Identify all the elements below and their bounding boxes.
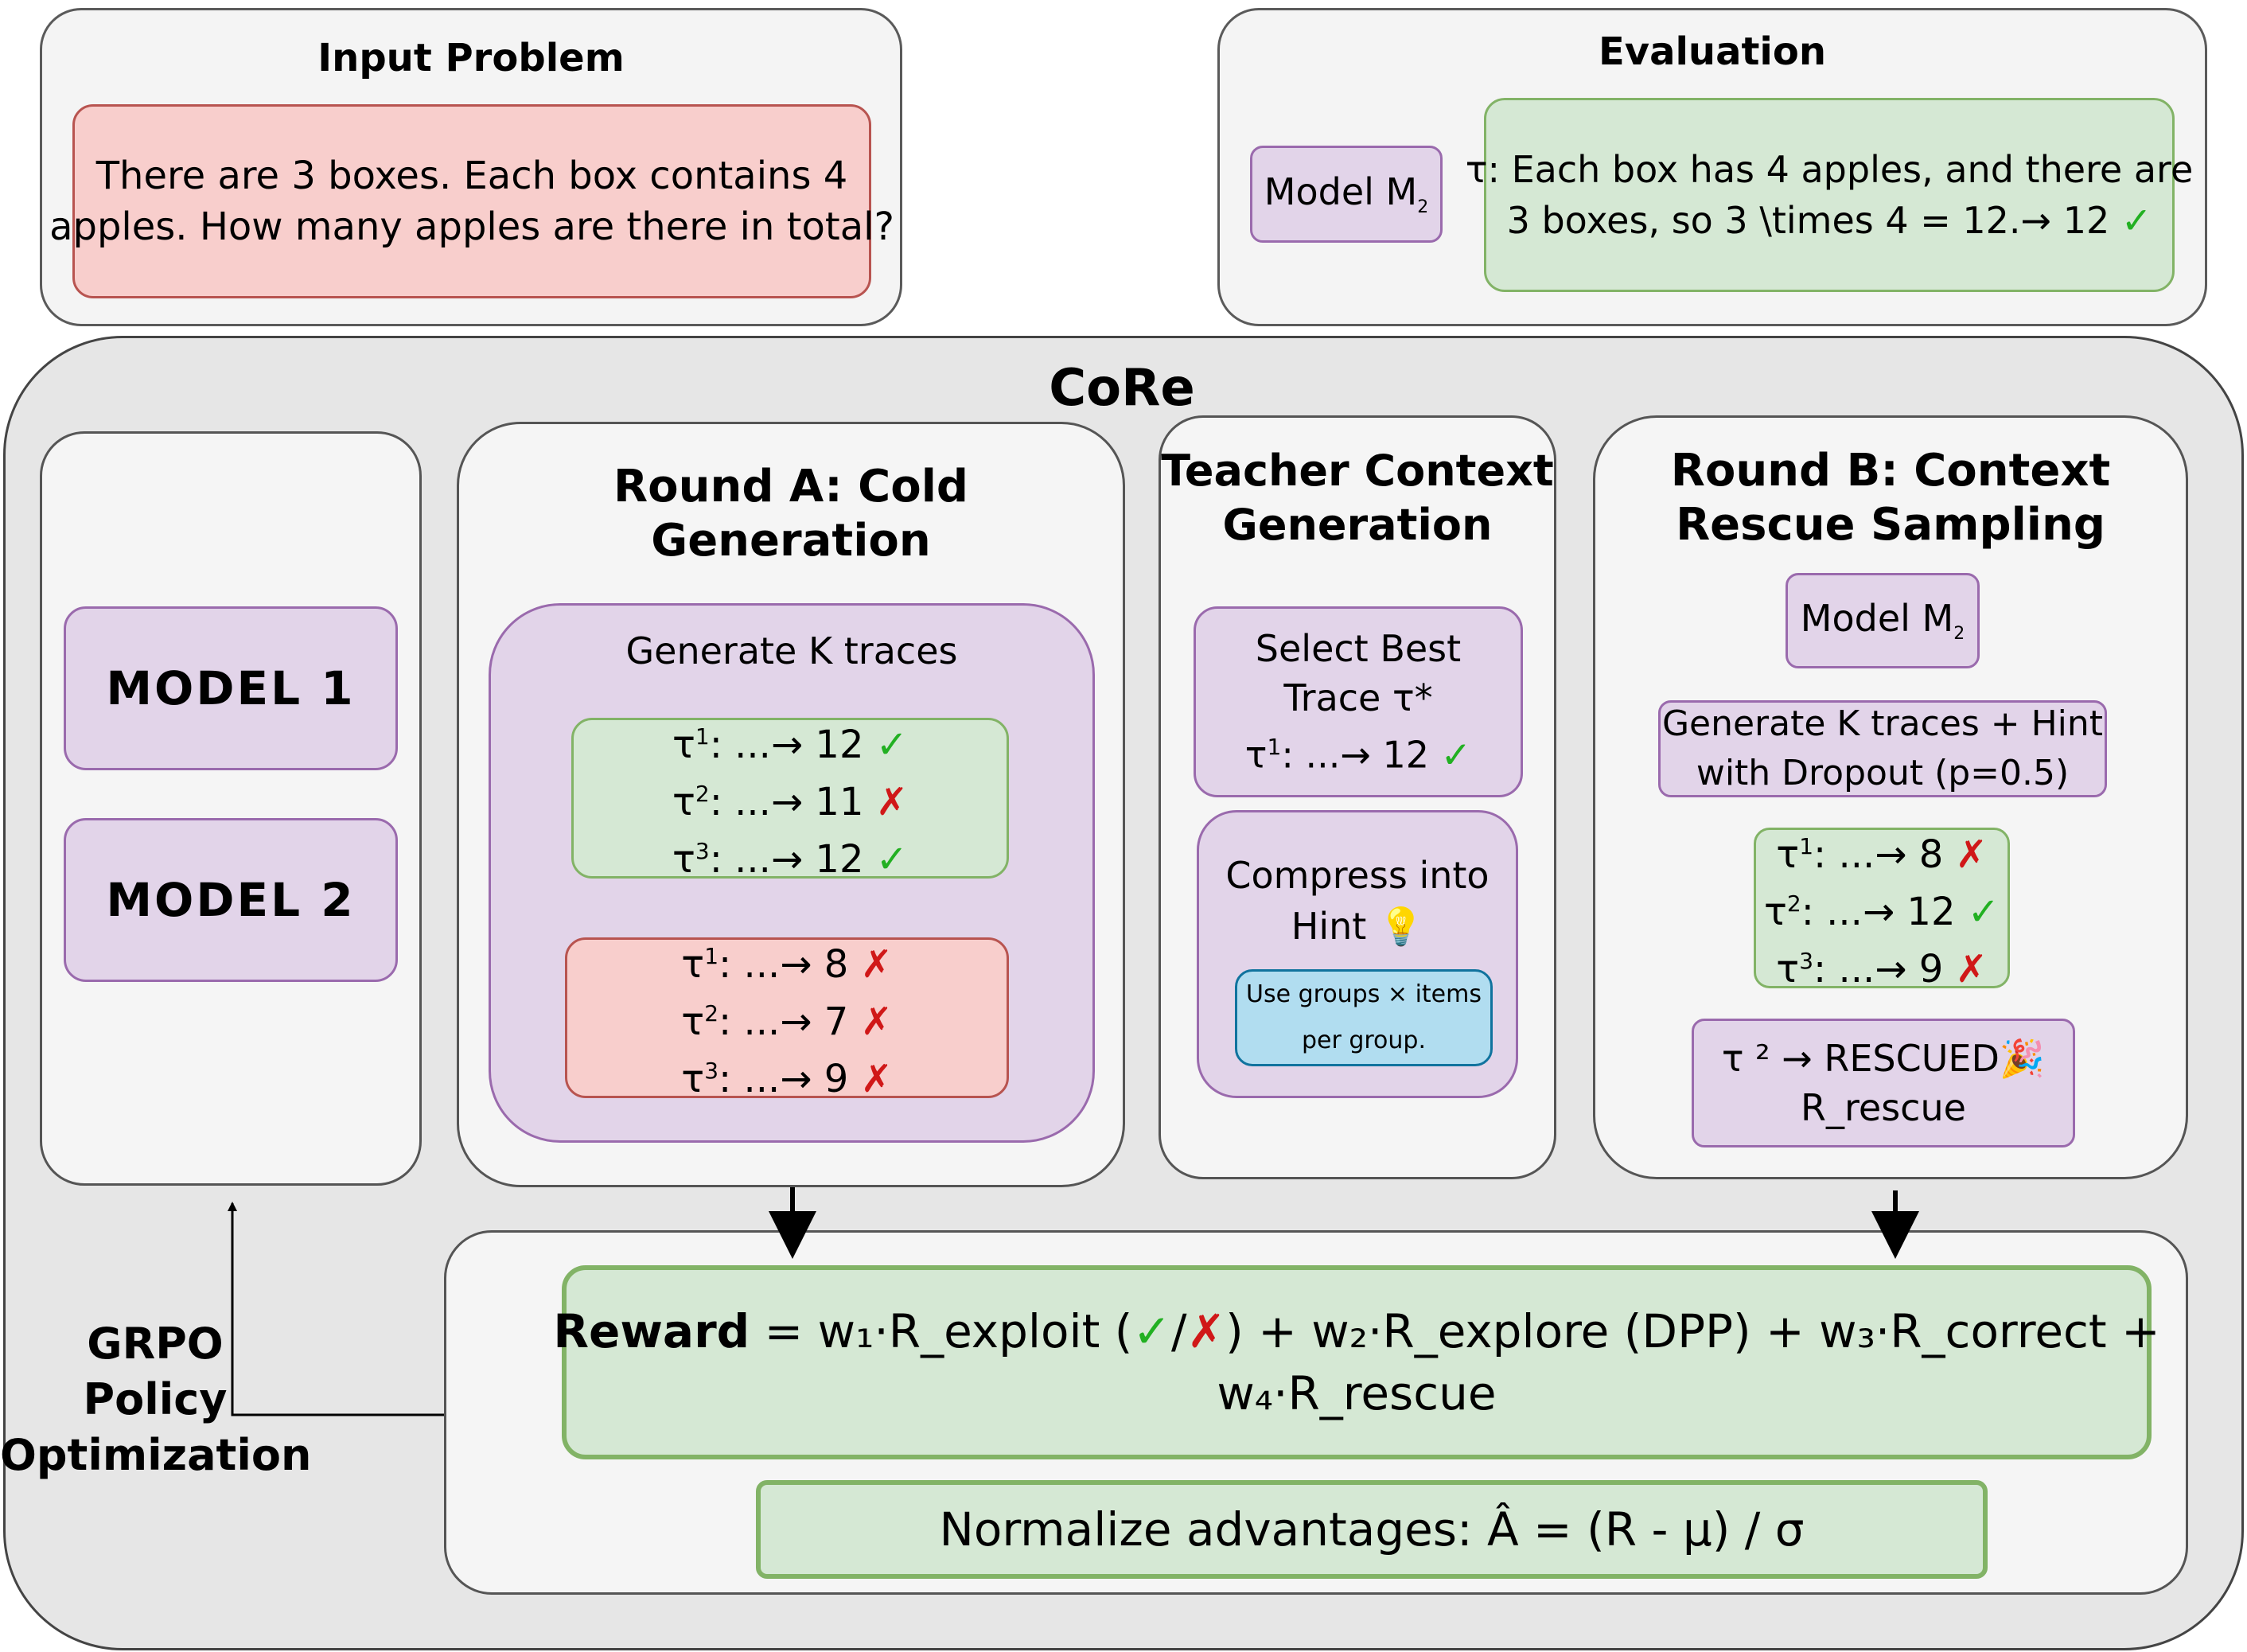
reward-equation-box: Reward = w₁·R_exploit (✓/✗) + w₂·R_explo…	[553, 1265, 2160, 1459]
check-icon: ✓	[875, 837, 908, 882]
trace-row: τ1: ...→ 12 ✓	[1244, 733, 1472, 777]
evaluation-panel: Evaluation Model M2 τ: Each box has 4 ap…	[1217, 8, 2207, 326]
model-2-box: MODEL 2	[64, 818, 398, 982]
cross-icon: ✗	[875, 780, 908, 824]
select-best-trace-box: Select Best Trace τ* τ1: ...→ 12 ✓	[1194, 606, 1523, 797]
cross-icon: ✗	[860, 999, 893, 1044]
cross-icon: ✗	[1186, 1304, 1226, 1358]
round-b-title: Round B: Context Rescue Sampling	[1670, 445, 2111, 551]
generate-hint-box: Generate K traces + Hint with Dropout (p…	[1658, 700, 2107, 797]
core-title: CoRe	[1049, 359, 1195, 418]
check-icon: ✓	[875, 723, 908, 767]
trace-row: τ1: ...→ 12 ✓	[672, 723, 908, 767]
input-problem-panel: Input Problem There are 3 boxes. Each bo…	[40, 8, 902, 326]
compress-hint-label: Compress into Hint 💡	[1225, 854, 1490, 948]
evaluation-model-box: Model M2	[1250, 146, 1443, 243]
models-panel	[40, 431, 422, 1186]
round-b-traces: τ1: ...→ 8 ✗ τ2: ...→ 12 ✓ τ3: ...→ 9 ✗	[1754, 828, 2010, 992]
trace-row: τ2: ...→ 12 ✓	[1764, 890, 2000, 934]
check-icon: ✓	[2120, 199, 2152, 242]
round-a-generate-label: Generate K traces	[625, 629, 958, 672]
rescued-box: τ ² → RESCUED🎉 R_rescue	[1692, 1019, 2075, 1147]
trace-row: τ1: ...→ 8 ✗	[1776, 832, 1988, 877]
cross-icon: ✗	[860, 1057, 893, 1101]
round-b-model-box: Model M2	[1786, 573, 1980, 668]
cross-icon: ✗	[860, 942, 893, 987]
round-a-title: Round A: Cold Generation	[613, 461, 969, 567]
trace-row: τ3: ...→ 9 ✗	[681, 1057, 893, 1101]
trace-row: τ1: ...→ 8 ✗	[681, 942, 893, 987]
check-icon: ✓	[1440, 733, 1472, 777]
cross-icon: ✗	[1955, 947, 1988, 992]
grpo-feedback-arrow	[228, 1202, 444, 1416]
trace-row: τ2: ...→ 7 ✗	[681, 999, 893, 1044]
trace-row: τ3: ...→ 9 ✗	[1776, 947, 1988, 992]
grpo-label: GRPO Policy Optimization	[0, 1319, 312, 1480]
normalize-box: Normalize advantages: Â = (R - μ) / σ	[756, 1480, 1988, 1579]
trace-row: τ3: ...→ 12 ✓	[672, 837, 908, 882]
hint-text-box: Use groups × items per group.	[1235, 969, 1493, 1066]
input-problem-title: Input Problem	[317, 36, 625, 80]
evaluation-title: Evaluation	[1598, 29, 1827, 74]
round-a-correct-traces: τ1: ...→ 12 ✓ τ2: ...→ 11 ✗ τ3: ...→ 12 …	[571, 718, 1009, 882]
trace-row: τ2: ...→ 11 ✗	[672, 780, 908, 824]
check-icon: ✓	[1132, 1304, 1172, 1358]
evaluation-trace-box: τ: Each box has 4 apples, and there are …	[1466, 98, 2193, 292]
cross-icon: ✗	[1955, 832, 1988, 877]
input-problem-text: There are 3 boxes. Each box contains 4 a…	[49, 104, 894, 298]
teacher-title: Teacher Context Generation	[1161, 446, 1554, 550]
round-a-wrong-traces: τ1: ...→ 8 ✗ τ2: ...→ 7 ✗ τ3: ...→ 9 ✗	[565, 937, 1009, 1101]
model-1-box: MODEL 1	[64, 606, 398, 770]
check-icon: ✓	[1967, 890, 2000, 934]
